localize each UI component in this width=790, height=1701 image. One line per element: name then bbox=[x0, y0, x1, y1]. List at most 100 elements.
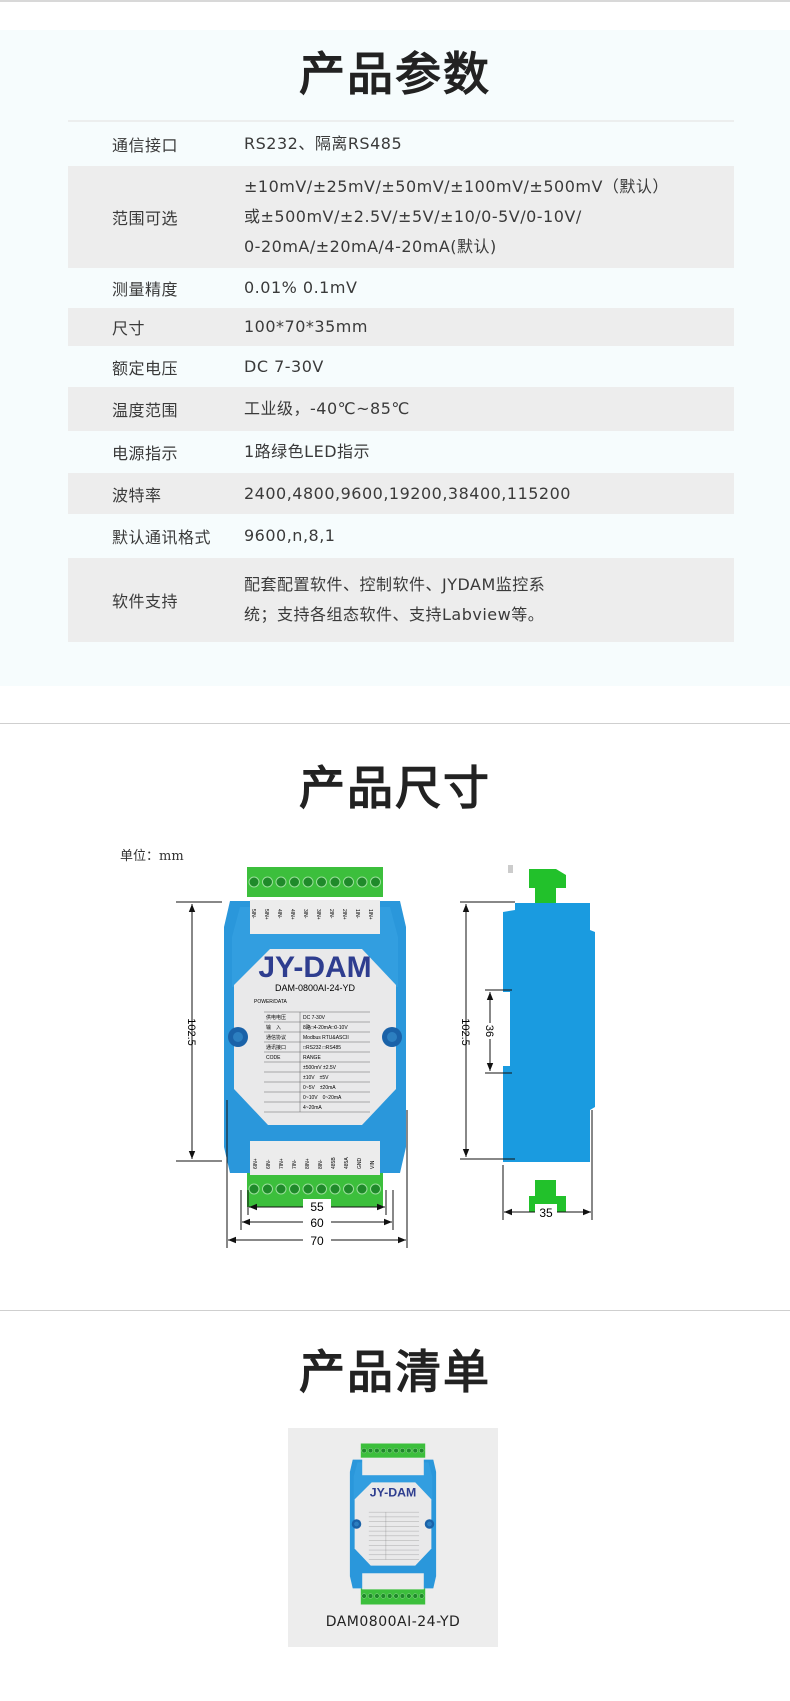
depth-label: 35 bbox=[539, 1206, 553, 1220]
label-cell: 4~20mA bbox=[303, 1105, 322, 1111]
section-divider bbox=[0, 1310, 790, 1311]
height-side-label: 102.5 bbox=[459, 1018, 471, 1046]
terminal-label: 1IN+ bbox=[367, 909, 373, 920]
list-title: 产品清单 bbox=[299, 1345, 491, 1399]
param-key: 范围可选 bbox=[112, 209, 179, 228]
param-value-line: 0.01% 0.1mV bbox=[244, 278, 358, 297]
device-brand: JY-DAM bbox=[258, 951, 371, 984]
param-row: 默认通讯格式 9600,n,8,1 bbox=[68, 514, 734, 558]
label-cell: CODE bbox=[266, 1055, 281, 1061]
param-value-line: 9600,n,8,1 bbox=[244, 526, 336, 545]
terminal-label: 6IN+ bbox=[253, 1158, 259, 1169]
label-cell: □RS232 □RS485 bbox=[303, 1045, 341, 1051]
product-list-item[interactable]: JY-DAM DAM0800AI-24-YD bbox=[288, 1428, 498, 1647]
param-row: 温度范围 工业级，-40℃~85℃ bbox=[68, 387, 734, 431]
param-key: 默认通讯格式 bbox=[112, 528, 212, 547]
dimensions-title: 产品尺寸 bbox=[299, 761, 491, 815]
param-key: 软件支持 bbox=[112, 592, 179, 611]
terminal-label: 7IN+ bbox=[279, 1158, 285, 1169]
led-label: POWER/DATA bbox=[254, 999, 288, 1005]
param-row: 额定电压 DC 7-30V bbox=[68, 346, 734, 387]
param-value: ±10mV/±25mV/±50mV/±100mV/±500mV（默认） 或±500… bbox=[244, 172, 734, 262]
product-caption: DAM0800AI-24-YD bbox=[325, 1614, 461, 1630]
terminal-label: 5IN+ bbox=[263, 909, 269, 920]
width-55-label: 55 bbox=[310, 1200, 324, 1214]
param-key: 尺寸 bbox=[112, 319, 146, 338]
device-model: DAM-0800AI-24-YD bbox=[275, 983, 356, 993]
rail-label: 36 bbox=[483, 1025, 495, 1037]
label-cell: ±500mV ±2.5V bbox=[303, 1065, 337, 1071]
label-cell: RANGE bbox=[303, 1055, 321, 1061]
label-cell: 0~5V ±20mA bbox=[303, 1085, 336, 1091]
param-value-line: 1路绿色LED指示 bbox=[244, 442, 371, 461]
param-row: 测量精度 0.01% 0.1mV bbox=[68, 268, 734, 308]
param-key: 波特率 bbox=[112, 485, 162, 505]
device-side-view bbox=[503, 865, 595, 1212]
param-row: 电源指示 1路绿色LED指示 bbox=[68, 431, 734, 473]
terminal-label: 3IN+ bbox=[315, 909, 321, 920]
param-value-line: DC 7-30V bbox=[244, 356, 324, 376]
terminal-label: 2IN+ bbox=[341, 909, 347, 920]
terminal-label: 6IN- bbox=[266, 1159, 272, 1169]
param-row: 通信接口 RS232、隔离RS485 bbox=[68, 122, 734, 166]
param-value-line: 0-20mA/±20mA/4-20mA(默认) bbox=[244, 237, 497, 256]
label-cell: ±10V ±5V bbox=[303, 1075, 329, 1081]
label-cell: 通信协议 bbox=[266, 1034, 286, 1041]
label-cell: 0~10V 0~20mA bbox=[303, 1095, 342, 1101]
label-cell: DC 7-30V bbox=[303, 1015, 326, 1021]
terminal-label: 4IN- bbox=[276, 909, 282, 919]
terminal-label: 8IN- bbox=[318, 1159, 324, 1169]
unit-label: 单位：mm bbox=[120, 849, 184, 864]
param-key: 额定电压 bbox=[112, 358, 179, 378]
param-value-line: ±10mV/±25mV/±50mV/±100mV/±500mV（默认） bbox=[244, 177, 669, 196]
param-value: 9600,n,8,1 bbox=[244, 521, 734, 551]
terminal-label: 485A bbox=[344, 1157, 350, 1169]
label-cell: 8路□4-20mA□0-10V bbox=[303, 1024, 348, 1031]
param-value-line: 统；支持各组态软件、支持Labview等。 bbox=[244, 605, 545, 624]
param-value: DC 7-30V bbox=[244, 352, 734, 382]
label-cell: 通讯接口 bbox=[266, 1044, 286, 1051]
width-70-label: 70 bbox=[310, 1234, 324, 1248]
param-key: 测量精度 bbox=[112, 280, 179, 299]
param-value-line: 100*70*35mm bbox=[244, 317, 368, 336]
width-60-label: 60 bbox=[310, 1216, 324, 1230]
terminal-label: 485B bbox=[331, 1157, 337, 1169]
param-value-line: 工业级，-40℃~85℃ bbox=[244, 399, 410, 418]
terminal-label: 8IN+ bbox=[305, 1158, 311, 1169]
param-value: 配套配置软件、控制软件、JYDAM监控系统；支持各组态软件、支持Labview等… bbox=[244, 570, 734, 630]
label-cell: Modbus RTU&ASCII bbox=[303, 1035, 349, 1041]
param-value: 0.01% 0.1mV bbox=[244, 273, 734, 303]
param-value-line: 2400,4800,9600,19200,38400,115200 bbox=[244, 483, 571, 503]
height-front-label: 102.5 bbox=[185, 1018, 197, 1046]
terminal-label: GND bbox=[357, 1158, 363, 1170]
param-key: 电源指示 bbox=[112, 444, 179, 463]
params-table: 通信接口 RS232、隔离RS485 范围可选 ±10mV/±25mV/±50mV/±… bbox=[68, 120, 734, 642]
section-divider bbox=[0, 723, 790, 724]
params-title: 产品参数 bbox=[299, 47, 491, 101]
param-value: RS232、隔离RS485 bbox=[244, 129, 734, 159]
param-key: 温度范围 bbox=[112, 401, 179, 420]
param-value-line: 或±500mV/±2.5V/±5V/±10/0-5V/0-10V/ bbox=[244, 207, 582, 226]
param-value: 2400,4800,9600,19200,38400,115200 bbox=[244, 479, 734, 509]
param-value: 100*70*35mm bbox=[244, 312, 734, 342]
terminal-label: 5IN- bbox=[250, 909, 256, 919]
terminal-label: 3IN- bbox=[302, 909, 308, 919]
terminal-label: VIN bbox=[370, 1160, 376, 1169]
param-value-line: 配套配置软件、控制软件、JYDAM监控系 bbox=[244, 575, 546, 594]
param-value: 工业级，-40℃~85℃ bbox=[244, 394, 734, 424]
param-row: 波特率 2400,4800,9600,19200,38400,115200 bbox=[68, 473, 734, 514]
param-row: 软件支持 配套配置软件、控制软件、JYDAM监控系统；支持各组态软件、支持Labv… bbox=[68, 558, 734, 642]
product-image: JY-DAM bbox=[348, 1442, 438, 1606]
terminal-label: 4IN+ bbox=[289, 909, 295, 920]
top-border bbox=[0, 0, 790, 2]
label-cell: 供电电压 bbox=[266, 1014, 286, 1021]
param-row: 范围可选 ±10mV/±25mV/±50mV/±100mV/±500mV（默认） 或… bbox=[68, 166, 734, 268]
param-value: 1路绿色LED指示 bbox=[244, 437, 734, 467]
label-cell: 输 入 bbox=[266, 1024, 281, 1031]
param-value-line: RS232、隔离RS485 bbox=[244, 134, 403, 153]
product-image-brand: JY-DAM bbox=[370, 1486, 416, 1500]
terminal-label: 7IN- bbox=[292, 1159, 298, 1169]
param-key: 通信接口 bbox=[112, 136, 179, 155]
